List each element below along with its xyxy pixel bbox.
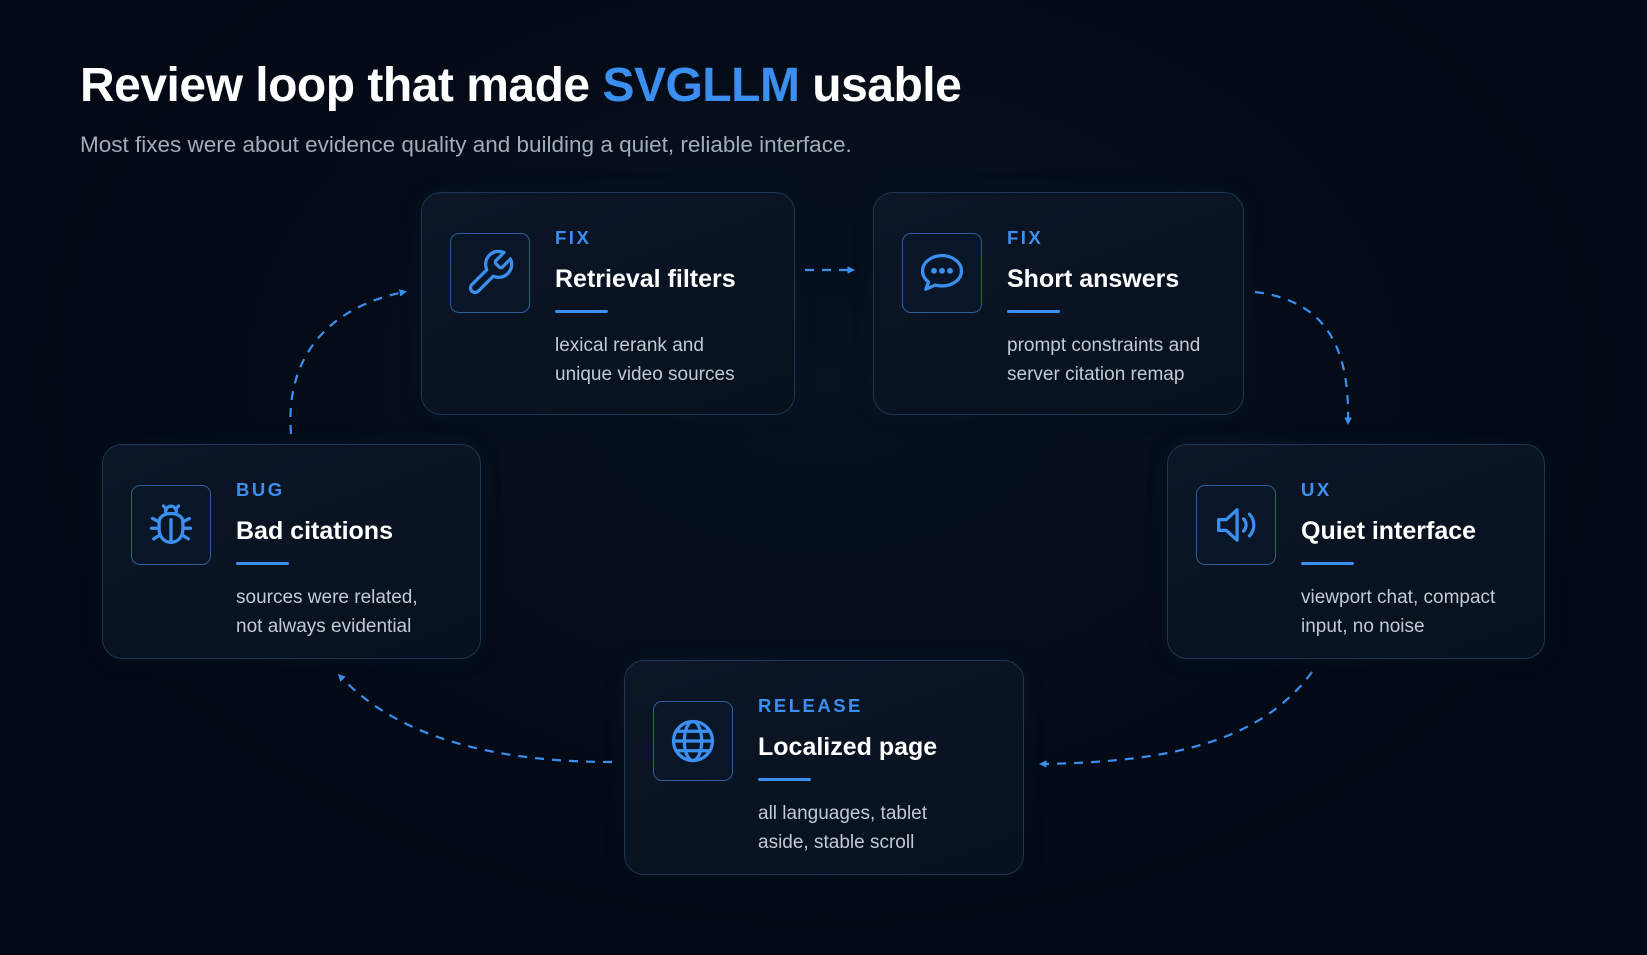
card-description: lexical rerank and unique video sources [555,331,735,389]
card-description-line-1: sources were related, [236,587,418,608]
card-title: Quiet interface [1301,517,1477,545]
card-title: Localized page [758,733,938,761]
bug-icon [131,485,211,565]
card-description-line-1: viewport chat, compact [1301,587,1496,608]
card-description-line-1: prompt constraints and [1007,335,1201,356]
card-tag: FIX [1007,227,1044,248]
card-title: Short answers [1007,265,1180,293]
title-underline [758,778,811,781]
title-underline [236,562,289,565]
card-retrieval-filters: FIX Retrieval filters lexical rerank and… [421,192,795,415]
card-quiet-interface: UX Quiet interface viewport chat, compac… [1167,444,1545,659]
title-prefix: Review loop that made [80,59,603,112]
card-description: sources were related, not always evident… [236,583,418,641]
card-tag: FIX [555,227,592,248]
card-description-line-2: server citation remap [1007,364,1185,385]
card-description-line-2: aside, stable scroll [758,832,915,853]
card-description: viewport chat, compact input, no noise [1301,583,1495,641]
card-description-line-2: input, no noise [1301,616,1425,637]
card-description-line-2: unique video sources [555,364,735,385]
title-underline [1301,562,1354,565]
globe-icon [653,701,733,781]
arrow-answers-to-interface [1254,290,1352,425]
card-title: Bad citations [236,517,393,545]
card-description: prompt constraints and server citation r… [1007,331,1200,389]
card-short-answers: FIX Short answers prompt constraints and… [873,192,1244,415]
arrow-citations-to-retrieval [289,289,407,435]
wrench-icon [450,233,530,313]
card-tag: RELEASE [758,695,863,716]
arrow-release-to-citations [337,673,613,764]
card-bad-citations: BUG Bad citations sources were related, … [102,444,481,659]
speaker-icon [1196,485,1276,565]
card-localized-page: RELEASE Localized page all languages, ta… [624,660,1024,875]
page-title: Review loop that made SVGLLM usable [80,58,962,113]
chat-bubble-icon [902,233,982,313]
arrow-interface-to-release [1039,671,1313,768]
card-description-line-1: all languages, tablet [758,803,928,824]
card-description: all languages, tablet aside, stable scro… [758,799,927,857]
card-title: Retrieval filters [555,265,736,293]
title-underline [555,310,608,313]
title-suffix: usable [799,59,962,112]
card-description-line-2: not always evidential [236,616,412,637]
title-accent: SVGLLM [602,59,800,112]
card-tag: UX [1301,479,1332,500]
title-underline [1007,310,1060,313]
card-description-line-1: lexical rerank and [555,335,704,356]
card-tag: BUG [236,479,285,500]
page-subtitle: Most fixes were about evidence quality a… [80,132,852,157]
